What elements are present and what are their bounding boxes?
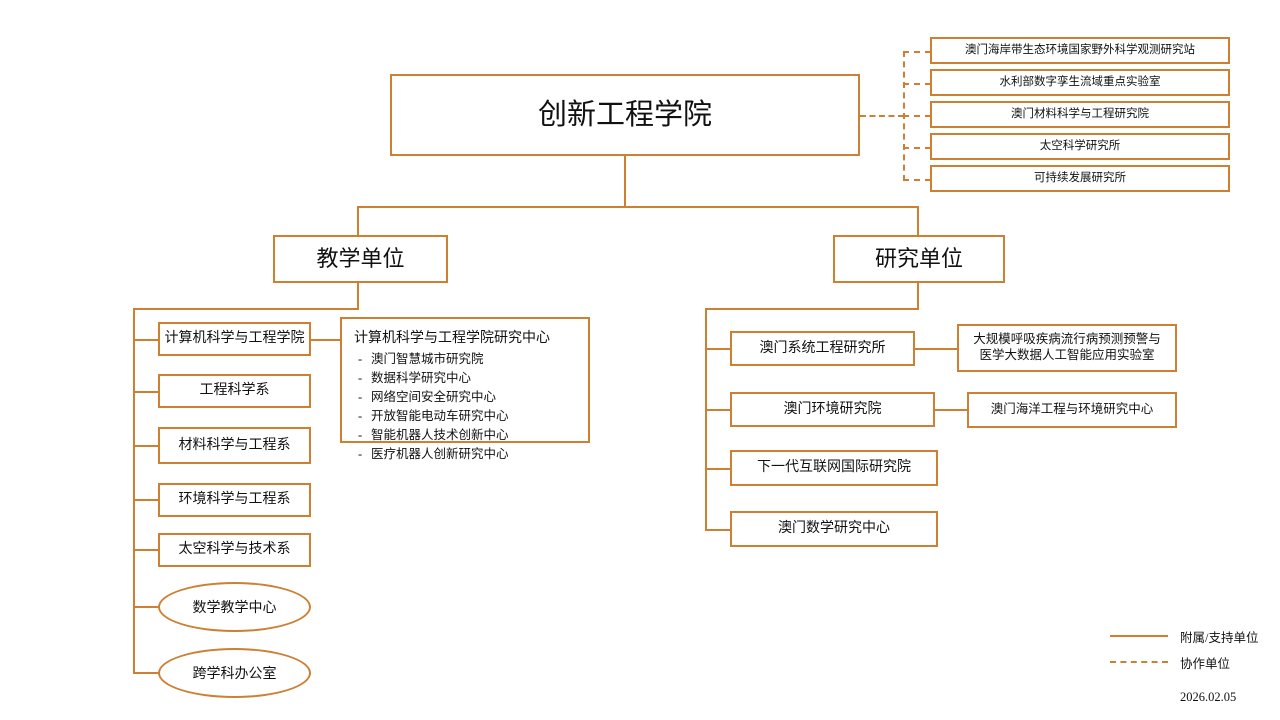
connector-mid-bus [357,206,919,208]
connector-root-stem [624,156,626,208]
node-teaching-5[interactable]: 太空科学与技术系 [158,533,311,567]
legend: 附属/支持单位 协作单位 [1110,626,1280,678]
node-affiliated-3[interactable]: 澳门材料科学与工程研究院 [930,101,1230,128]
node-affiliated-1-label: 澳门海岸带生态环境国家野外科学观测研究站 [965,44,1195,57]
legend-dashed-line-icon [1110,661,1168,663]
legend-solid-label: 附属/支持单位 [1180,630,1259,645]
connector-bus-to-research [917,206,919,236]
node-cs-research-center[interactable]: 计算机科学与工程学院研究中心 澳门智慧城市研究院 数据科学研究中心 网络空间安全… [340,317,590,461]
node-teaching-6-label: 数学教学中心 [192,601,277,616]
node-research-2-label: 澳门环境研究院 [783,401,882,417]
node-branch-teaching-label: 教学单位 [316,246,405,272]
node-teaching-4-label: 环境科学与工程系 [178,492,291,508]
node-affiliated-1[interactable]: 澳门海岸带生态环境国家野外科学观测研究站 [930,37,1230,64]
node-research-sub-1-label: 大规模呼吸疾病流行病预测预警与 医学大数据人工智能应用实验室 [973,332,1161,362]
connector-teaching-drop [357,283,359,309]
connector-research-stub-4 [705,529,731,531]
dashed-stub-affiliated-5 [903,179,931,181]
node-research-sub-2[interactable]: 澳门海洋工程与环境研究中心 [967,392,1177,428]
node-teaching-5-label: 太空科学与技术系 [178,542,291,558]
connector-teaching-stub-2 [133,391,159,393]
dashed-stub-affiliated-3 [903,115,931,117]
node-research-sub-1[interactable]: 大规模呼吸疾病流行病预测预警与 医学大数据人工智能应用实验室 [957,324,1177,372]
dashed-stub-affiliated-4 [903,147,931,149]
cs-center-item: 网络空间安全研究中心 [358,388,578,407]
node-teaching-1[interactable]: 计算机科学与工程学院 [158,322,311,356]
cs-center-item: 开放智能电动车研究中心 [358,407,578,426]
node-teaching-2[interactable]: 工程科学系 [158,374,311,408]
node-research-2[interactable]: 澳门环境研究院 [730,392,935,427]
node-teaching-1-label: 计算机科学与工程学院 [164,331,305,347]
node-affiliated-4[interactable]: 太空科学研究所 [930,133,1230,160]
node-research-3[interactable]: 下一代互联网国际研究院 [730,450,938,486]
connector-research-spine [705,308,707,530]
connector-bus-to-teaching [357,206,359,236]
connector-teaching-stub-4 [133,499,159,501]
node-research-3-label: 下一代互联网国际研究院 [757,460,911,476]
node-teaching-3[interactable]: 材料科学与工程系 [158,427,311,464]
node-teaching-7-label: 跨学科办公室 [192,667,277,682]
node-affiliated-2-label: 水利部数字孪生流域重点实验室 [999,76,1161,89]
legend-solid-line-icon [1110,635,1168,637]
node-teaching-7[interactable]: 跨学科办公室 [158,648,311,698]
connector-cs-to-center [310,339,340,341]
connector-research-stub-1 [705,348,731,350]
connector-teaching-spine [133,308,135,673]
node-root-label: 创新工程学院 [537,98,712,131]
node-research-4-label: 澳门数学研究中心 [778,521,890,537]
node-research-1-label: 澳门系统工程研究所 [759,340,886,356]
dashed-root-connector [860,115,904,117]
legend-row-solid: 附属/支持单位 [1110,626,1280,646]
node-teaching-2-label: 工程科学系 [199,383,270,399]
connector-research-stub-2 [705,409,731,411]
connector-research-sub-1 [914,348,958,350]
node-research-sub-2-label: 澳门海洋工程与环境研究中心 [990,402,1154,417]
date-stamp: 2026.02.05 [1180,690,1237,704]
cs-center-item: 智能机器人技术创新中心 [358,426,578,445]
cs-research-center-list: 澳门智慧城市研究院 数据科学研究中心 网络空间安全研究中心 开放智能电动车研究中… [354,350,578,464]
connector-teaching-elbow [133,308,359,310]
node-affiliated-5-label: 可持续发展研究所 [1034,172,1126,185]
connector-teaching-stub-5 [133,549,159,551]
node-root[interactable]: 创新工程学院 [390,74,860,156]
node-affiliated-3-label: 澳门材料科学与工程研究院 [1011,108,1149,121]
dashed-stub-affiliated-2 [903,83,931,85]
dashed-stub-affiliated-1 [903,51,931,53]
connector-teaching-stub-1 [133,339,159,341]
connector-research-sub-2 [934,409,968,411]
cs-center-item: 澳门智慧城市研究院 [358,350,578,369]
node-affiliated-5[interactable]: 可持续发展研究所 [930,165,1230,192]
node-teaching-4[interactable]: 环境科学与工程系 [158,483,311,517]
connector-research-drop [917,283,919,309]
node-branch-research[interactable]: 研究单位 [833,235,1005,283]
node-branch-research-label: 研究单位 [874,246,963,272]
connector-research-elbow [705,308,919,310]
cs-center-item: 医疗机器人创新研究中心 [358,445,578,464]
legend-row-dashed: 协作单位 [1110,652,1280,672]
cs-center-item: 数据科学研究中心 [358,369,578,388]
cs-research-center-title: 计算机科学与工程学院研究中心 [354,331,550,346]
node-research-4[interactable]: 澳门数学研究中心 [730,511,938,547]
connector-research-stub-3 [705,468,731,470]
node-branch-teaching[interactable]: 教学单位 [273,235,448,283]
node-affiliated-4-label: 太空科学研究所 [1039,140,1121,153]
connector-teaching-stub-7 [133,672,159,674]
connector-teaching-stub-3 [133,445,159,447]
node-teaching-6[interactable]: 数学教学中心 [158,582,311,632]
legend-dashed-label: 协作单位 [1180,656,1231,671]
node-affiliated-2[interactable]: 水利部数字孪生流域重点实验室 [930,69,1230,96]
connector-teaching-stub-6 [133,606,159,608]
node-research-1[interactable]: 澳门系统工程研究所 [730,331,915,366]
node-teaching-3-label: 材料科学与工程系 [178,437,291,453]
